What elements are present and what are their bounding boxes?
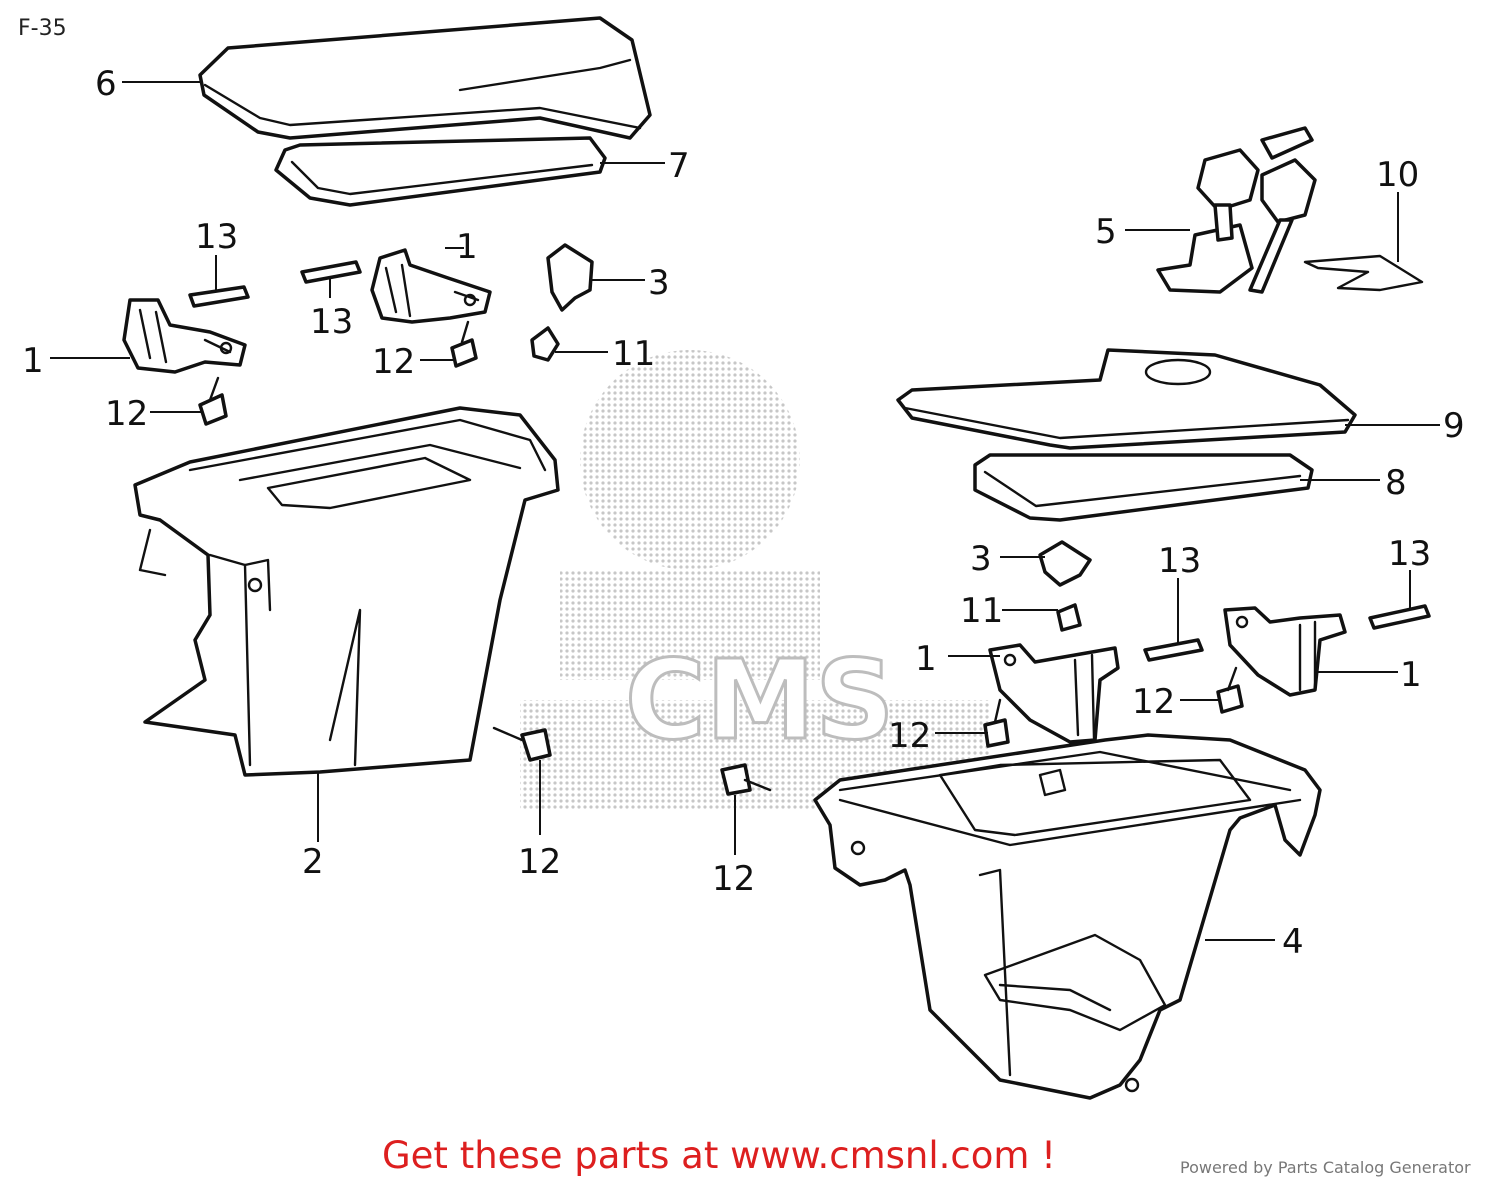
callout: 5 [1095, 212, 1117, 252]
credit-text: Powered by Parts Catalog Generator [1180, 1158, 1471, 1177]
callout: 11 [612, 334, 655, 374]
part-pin [1143, 604, 1431, 662]
cta-link[interactable]: Get these parts at www.cmsnl.com ! [382, 1134, 1057, 1177]
part-lid-left [198, 16, 652, 140]
callout: 8 [1385, 463, 1407, 503]
part-screw [198, 320, 772, 796]
callouts: 6 7 13 1 13 3 1 12 11 12 5 10 9 8 3 13 1… [22, 64, 1465, 962]
watermark-logo: CMS [520, 350, 990, 810]
callout: 12 [105, 394, 148, 434]
part-box-right [813, 733, 1322, 1100]
callout: 12 [372, 342, 415, 382]
part-hinge [988, 606, 1347, 744]
callout: 13 [195, 217, 238, 257]
callout: 6 [95, 64, 117, 104]
part-clip [1303, 254, 1424, 292]
watermark-text: CMS [625, 636, 894, 764]
part-seal-right [973, 453, 1314, 522]
leader-lines [50, 81, 1440, 941]
callout: 12 [888, 716, 931, 756]
callout: 7 [668, 146, 690, 186]
callout: 4 [1282, 922, 1304, 962]
callout: 13 [1388, 534, 1431, 574]
callout: 9 [1443, 406, 1465, 446]
part-hinge [122, 248, 492, 374]
part-latch [530, 243, 594, 362]
part-seal-left [274, 136, 607, 207]
callout: 1 [22, 341, 44, 381]
callout: 1 [1400, 655, 1422, 695]
callout: 12 [518, 842, 561, 882]
part-latch [1038, 540, 1092, 632]
callout: 11 [960, 591, 1003, 631]
callout: 1 [915, 639, 937, 679]
callout: 2 [302, 842, 324, 882]
callout: 3 [648, 263, 670, 303]
part-screw [983, 666, 1244, 748]
callout: 12 [712, 859, 755, 899]
callout: 1 [456, 227, 478, 267]
callout: 3 [970, 539, 992, 579]
callout: 10 [1376, 155, 1419, 195]
page-code: F-35 [18, 16, 67, 41]
part-lock-cylinder [1156, 126, 1317, 294]
callout: 13 [1158, 541, 1201, 581]
callout: 13 [310, 302, 353, 342]
part-lid-right [896, 348, 1357, 450]
part-pin [188, 260, 362, 308]
part-box-left [133, 406, 560, 777]
callout: 12 [1132, 682, 1175, 722]
